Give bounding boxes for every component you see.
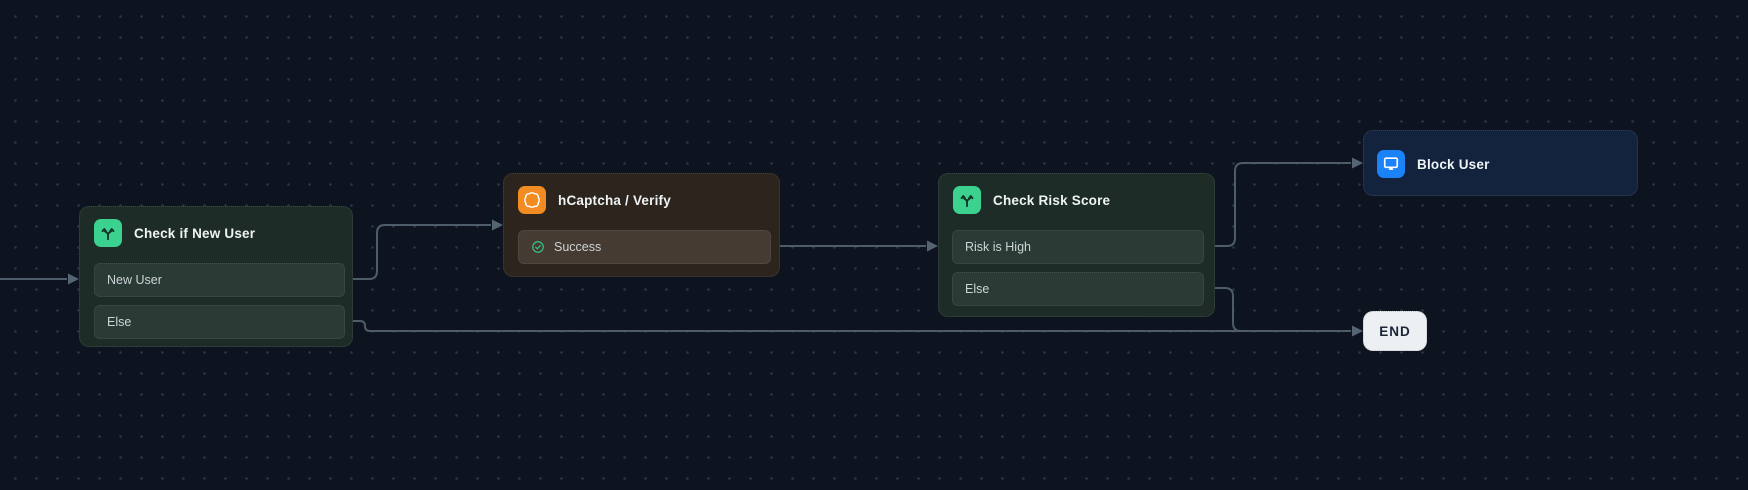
- node-check-risk-score[interactable]: Check Risk Score Risk is High Else: [938, 173, 1215, 317]
- edge-riskelse-to-end[interactable]: [1200, 287, 1351, 332]
- node-header: Block User: [1377, 150, 1627, 178]
- node-title: Check if New User: [134, 225, 256, 241]
- branch-icon: [94, 219, 122, 247]
- output-row-else[interactable]: Else: [952, 272, 1204, 306]
- node-header: Check if New User: [94, 219, 342, 247]
- output-label: New User: [107, 273, 162, 287]
- output-row-new-user[interactable]: New User: [94, 263, 345, 297]
- branch-icon: [953, 186, 981, 214]
- monitor-icon: [1377, 150, 1405, 178]
- edge-arrowhead: [492, 219, 503, 231]
- output-row-else[interactable]: Else: [94, 305, 345, 339]
- edge-riskhigh-to-blockuser[interactable]: [1200, 162, 1351, 247]
- edge-newuser-to-hcaptcha[interactable]: [342, 224, 491, 280]
- node-title: hCaptcha / Verify: [558, 192, 671, 208]
- node-title: Block User: [1417, 156, 1490, 172]
- output-label: Risk is High: [965, 240, 1031, 254]
- node-end[interactable]: END: [1363, 311, 1427, 351]
- node-check-if-new-user[interactable]: Check if New User New User Else: [79, 206, 353, 347]
- check-circle-icon: [531, 240, 545, 254]
- node-title: Check Risk Score: [993, 192, 1111, 208]
- edge-arrowhead: [927, 240, 938, 252]
- node-header: Check Risk Score: [953, 186, 1204, 214]
- node-block-user[interactable]: Block User: [1363, 130, 1638, 196]
- output-label: Else: [107, 315, 132, 329]
- output-label: Success: [554, 240, 602, 254]
- edge-arrowhead: [1352, 325, 1363, 337]
- hcaptcha-icon: [518, 186, 546, 214]
- edge-else-to-end[interactable]: [342, 320, 1351, 332]
- output-label: Else: [965, 282, 990, 296]
- end-label: END: [1379, 323, 1411, 339]
- output-row-risk-is-high[interactable]: Risk is High: [952, 230, 1204, 264]
- node-hcaptcha-verify[interactable]: hCaptcha / Verify Success: [503, 173, 780, 277]
- edge-arrowhead: [68, 273, 79, 285]
- edge-arrowhead: [1352, 157, 1363, 169]
- output-row-success[interactable]: Success: [518, 230, 771, 264]
- node-header: hCaptcha / Verify: [518, 186, 769, 214]
